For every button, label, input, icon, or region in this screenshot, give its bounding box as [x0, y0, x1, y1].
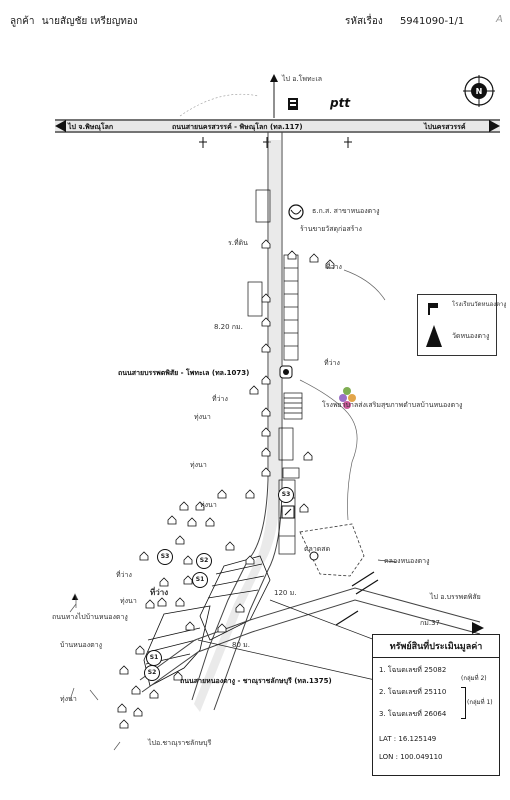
code-value: 5941090-1/1 [399, 16, 465, 27]
service-lane [179, 93, 259, 117]
arrow-north-icon [270, 74, 278, 82]
pointer-lines [197, 559, 397, 681]
label-rice-field-2: ทุ่งนา [190, 461, 207, 469]
panel-row-1: 1. โฉนดเลขที่ 25082 [379, 666, 447, 674]
panel-row-2: 2. โฉนดเลขที่ 25110 [379, 688, 447, 696]
label-lower-road: ถนนสายหนองตางู - ชาณุราชลักษบุรี (ทล.137… [180, 677, 332, 685]
label-distance-2: 120 ม. [274, 589, 297, 597]
ptt-brand: ptt [330, 96, 351, 110]
arrow-west-icon [55, 120, 66, 132]
gas-station-icon [288, 98, 298, 110]
parcel-strip-2 [278, 392, 303, 479]
canal [335, 571, 379, 626]
label-km: กม.37 [420, 619, 440, 627]
label-house: ร.ที่ดิน [228, 239, 248, 247]
panel-row-3: 3. โฉนดเลขที่ 26064 [379, 710, 447, 718]
clinic-icon [339, 387, 356, 409]
bank-logo-icon [288, 204, 304, 220]
label-to-nakhon-sawan: ไปนครสวรรค์ [424, 123, 466, 131]
label-bank: ธ.ก.ส. สาขาหนองตางู [312, 207, 380, 215]
label-empty-land-2: ที่ว่าง [324, 359, 340, 367]
label-to-chanu: ไปอ.ชาณุราชลักษบุรี [148, 739, 212, 747]
label-village-road: ถนนทางไปบ้านหนองตางู [52, 613, 128, 621]
label-to-bhanpot: ไป อ.บรรพตพิสัย [430, 593, 481, 601]
client-label-text: ลูกค้า [10, 16, 35, 27]
temple-icon [426, 325, 442, 347]
panel-lon: LON : 100.049110 [379, 753, 443, 761]
label-empty-land-5: ที่ว่าง [116, 571, 132, 579]
panel-lat: LAT : 16.125149 [379, 735, 437, 743]
arrow-southeast-icon [472, 622, 484, 634]
school-flag-icon [428, 303, 440, 315]
label-main-road: ถนนสายนครสวรรค์ - พิษณุโลก (ทล.117) [172, 123, 303, 131]
label-distance-1: 8.20 กม. [214, 323, 243, 331]
label-empty-land-1: ที่ว่าง [326, 263, 342, 271]
label-empty-land-3: ที่ว่าง [212, 395, 228, 403]
label-clinic: โรงพยาบาลส่งเสริมสุขภาพตำบลบ้านหนองตางู [322, 401, 463, 409]
client-label: ลูกค้า นายสัญชัย เหรียญทอง [10, 14, 138, 29]
compass-north: N [476, 87, 483, 96]
label-rice-field-3: ทุ่งนา [200, 501, 217, 509]
houses [117, 239, 335, 729]
parcel-strip-1 [283, 254, 299, 361]
label-to-phitsanulok: ไป จ.พิษณุโลก [68, 123, 114, 131]
marker-s1-low: S1 [146, 650, 162, 666]
code-label: รหัสเรื่อง [345, 16, 383, 27]
label-shop: ร้านขายวัสดุก่อสร้าง [300, 225, 362, 233]
main-road [55, 119, 500, 133]
marker-s3-left: S3 [157, 549, 173, 565]
code-block: รหัสเรื่อง 5941090-1/1 [345, 14, 464, 29]
corner-mark: A [496, 14, 503, 25]
school-sign-icon [279, 365, 293, 379]
label-rice-field-4: ทุ่งนา [120, 597, 137, 605]
compass-icon: N [463, 75, 495, 107]
label-empty-land-4: ที่ว่าง [150, 588, 169, 597]
temple-legend: โรงเรียนวัดหนองตางู วัดหนองตางู [417, 294, 506, 356]
label-market: ตลาดสด [304, 545, 331, 553]
market-point-icon [309, 551, 319, 561]
stream [299, 379, 358, 521]
label-to-pho-thale: ไป อ.โพทะเล [282, 75, 323, 83]
legend-school: โรงเรียนวัดหนองตางู [452, 301, 507, 308]
label-rice-field-5: ทุ่งนา [60, 695, 77, 703]
arrow-east-icon [489, 120, 500, 132]
label-distance-3: 80 ม. [232, 641, 250, 649]
appraisal-panel: ทรัพย์สินที่ประเมินมูลค่า 1. โฉนดเลขที่ … [372, 634, 500, 776]
marker-s2-right: S2 [196, 553, 212, 569]
marker-s3-top: S3 [278, 487, 294, 503]
label-rice-field-1: ทุ่งนา [194, 413, 211, 421]
stream-north [343, 269, 386, 301]
km-posts [199, 137, 352, 148]
panel-row-1-note: (กลุ่มที่ 2) [461, 675, 487, 682]
marker-s2-low: S2 [144, 665, 160, 681]
label-canal: คลองหนองตางู [384, 557, 430, 565]
marker-s1-mid: S1 [192, 572, 208, 588]
field-marks [69, 593, 121, 751]
legend-temple: วัดหนองตางู [452, 332, 490, 340]
label-village: บ้านหนองตางู [60, 641, 103, 649]
label-branch-road: ถนนสายบรรพตพิสัย - โพทะเล (ทล.1073) [118, 369, 250, 377]
client-name: นายสัญชัย เหรียญทอง [41, 16, 138, 27]
panel-title: ทรัพย์สินที่ประเมินมูลค่า [373, 635, 499, 658]
panel-brace-icon [461, 687, 466, 719]
marker-sign-icon [281, 505, 295, 519]
lower-road [139, 587, 481, 693]
panel-row-23-note: (กลุ่มที่ 1) [467, 699, 493, 706]
